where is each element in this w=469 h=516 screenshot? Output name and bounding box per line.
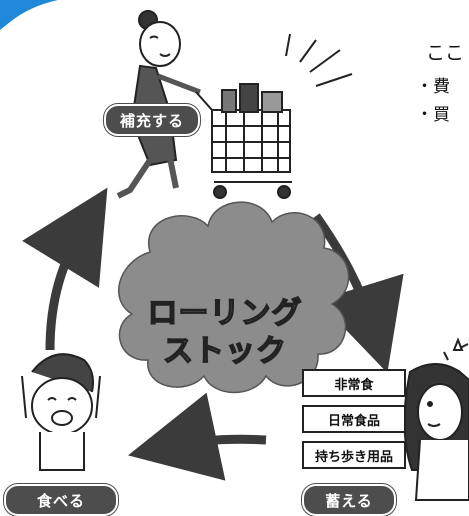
- arrow-eat-to-replenish: [22, 187, 108, 351]
- arrow-stock-to-eat: [127, 392, 267, 481]
- side-title: ここ: [426, 42, 465, 64]
- cloud-shape: [117, 201, 350, 394]
- cart-figure: [195, 33, 353, 199]
- step-eat-label: 食べる: [4, 484, 118, 516]
- stock-label-emergency-food: 非常食: [302, 369, 406, 397]
- kid-figure: [21, 353, 101, 471]
- stock-label-carry-items: 持ち歩き用品: [302, 441, 406, 469]
- stock-label-daily-food: 日常食品: [302, 405, 406, 433]
- cloud-title-line1: ローリング: [147, 295, 303, 332]
- step-replenish-label: 補充する: [104, 104, 200, 136]
- step-stock-label: 蓄える: [302, 484, 396, 516]
- corner-accent: [0, 0, 58, 30]
- side-bullet-2: ・買: [416, 105, 450, 125]
- arrow-replenish-to-stock: [312, 213, 404, 373]
- side-bullet-1: ・費: [416, 77, 450, 97]
- cloud-title-line2: ストック: [162, 333, 287, 370]
- woman-figure: [403, 337, 469, 501]
